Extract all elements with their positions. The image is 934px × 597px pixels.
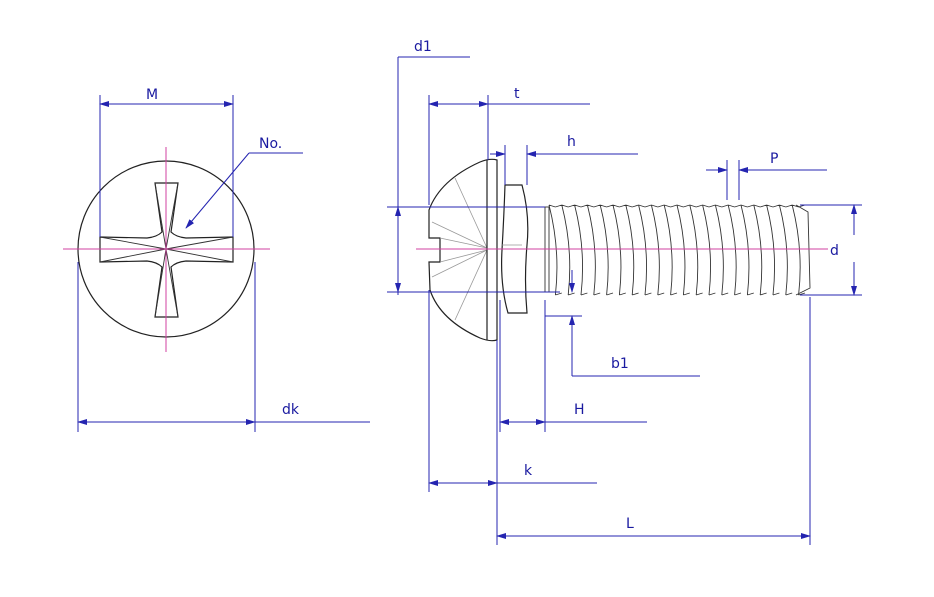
dimension-dk: dk (77, 262, 370, 432)
thread-teeth (548, 204, 811, 296)
label-b1: b1 (611, 356, 629, 372)
label-P: P (770, 151, 778, 167)
label-H: H (574, 402, 585, 418)
dimension-t: t (428, 86, 590, 205)
label-k: k (524, 463, 533, 479)
dimension-h: h (490, 134, 638, 185)
dimension-P: P (706, 151, 827, 200)
top-view: M No. dk (63, 87, 370, 432)
thread-lines (548, 204, 811, 296)
spring-washer (501, 184, 529, 314)
dimension-k: k (428, 290, 597, 492)
label-d: d (830, 243, 839, 259)
label-t: t (514, 86, 520, 102)
dimension-No: No. (185, 136, 303, 229)
dimension-d1: d1 (387, 39, 560, 295)
label-M: M (146, 87, 158, 103)
dimension-b1: b1 (545, 270, 700, 377)
label-dk: dk (282, 402, 300, 418)
dimension-L: L (496, 297, 811, 545)
label-d1: d1 (414, 39, 432, 55)
label-No: No. (259, 136, 282, 152)
side-view: d1 t h P (387, 39, 862, 545)
dimension-H: H (499, 300, 647, 432)
dimension-M: M (99, 87, 234, 237)
label-L: L (626, 516, 634, 532)
label-h: h (567, 134, 576, 150)
dimension-d: d (800, 204, 862, 296)
